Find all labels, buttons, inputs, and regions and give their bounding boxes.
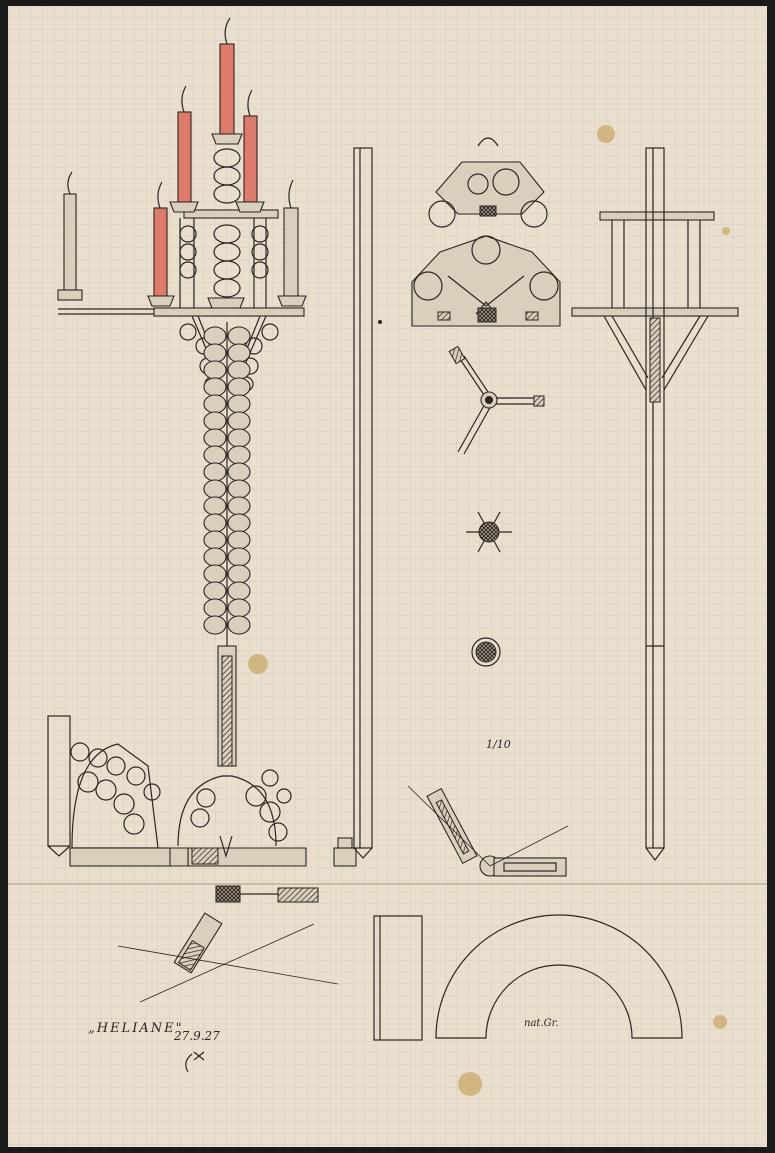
scale-label: 1/10: [486, 738, 511, 751]
stem-disc: [227, 564, 251, 584]
candles: [147, 17, 307, 309]
stem-disc: [203, 394, 227, 414]
grid-lines: [8, 6, 767, 1147]
drawing-date: 27.9.27: [173, 1029, 220, 1043]
side-profile-post: [353, 147, 382, 859]
stem-disc: [203, 598, 227, 618]
stem-disc: [227, 462, 251, 482]
stem-disc: [227, 360, 251, 380]
hinged-arm-detail: [407, 785, 569, 877]
drawing-sheet: 1/10: [8, 6, 767, 1147]
stem-disc: [227, 326, 251, 346]
stem-disc: [227, 445, 251, 465]
stem-disc: [227, 547, 251, 567]
stem-disc: [203, 377, 227, 397]
stem-disc: [227, 428, 251, 448]
plan-details: 1/10: [407, 137, 569, 877]
stem-disc: [227, 615, 251, 635]
stem-disc: [203, 343, 227, 363]
stem-disc: [203, 326, 227, 346]
stem-disc: [203, 581, 227, 601]
stem-disc: [203, 411, 227, 431]
natural-size-note: nat.Gr.: [524, 1018, 558, 1029]
stem-disc: [203, 462, 227, 482]
crown-discs: [179, 148, 269, 298]
stem-disc: [227, 411, 251, 431]
stem-disc: [203, 547, 227, 567]
stem-disc: [227, 513, 251, 533]
drawing-title: „HELIANE": [88, 1021, 184, 1036]
stem-disc: [227, 530, 251, 550]
stem-disc: [203, 513, 227, 533]
stem-disc: [227, 496, 251, 516]
stem-disc: [203, 564, 227, 584]
six-spoke-rosette: [466, 511, 512, 553]
stem-disc: [227, 479, 251, 499]
stem-disc: [227, 377, 251, 397]
base-side-view-left: [47, 715, 171, 867]
stem-disc: [203, 530, 227, 550]
stem-disc: [203, 445, 227, 465]
stem-disc: [227, 343, 251, 363]
stem-disc: [203, 615, 227, 635]
side-candle-left: [57, 171, 158, 315]
stem-disc: [227, 598, 251, 618]
stem-disc: [227, 581, 251, 601]
stem-disc: [203, 428, 227, 448]
signature-monogram: [185, 1051, 205, 1073]
side-elevation-right: [571, 147, 739, 861]
half-ring: [435, 914, 683, 1039]
stem-disc: [227, 394, 251, 414]
stem-disc: [203, 479, 227, 499]
bottom-details: nat.Gr.: [117, 885, 683, 1041]
stains: [248, 125, 730, 1096]
stem-disc: [203, 496, 227, 516]
stem-disc: [203, 360, 227, 380]
stem-discs: [203, 326, 251, 635]
candelabrum-front-elevation: [47, 17, 357, 867]
three-arm-spider: [448, 345, 545, 455]
